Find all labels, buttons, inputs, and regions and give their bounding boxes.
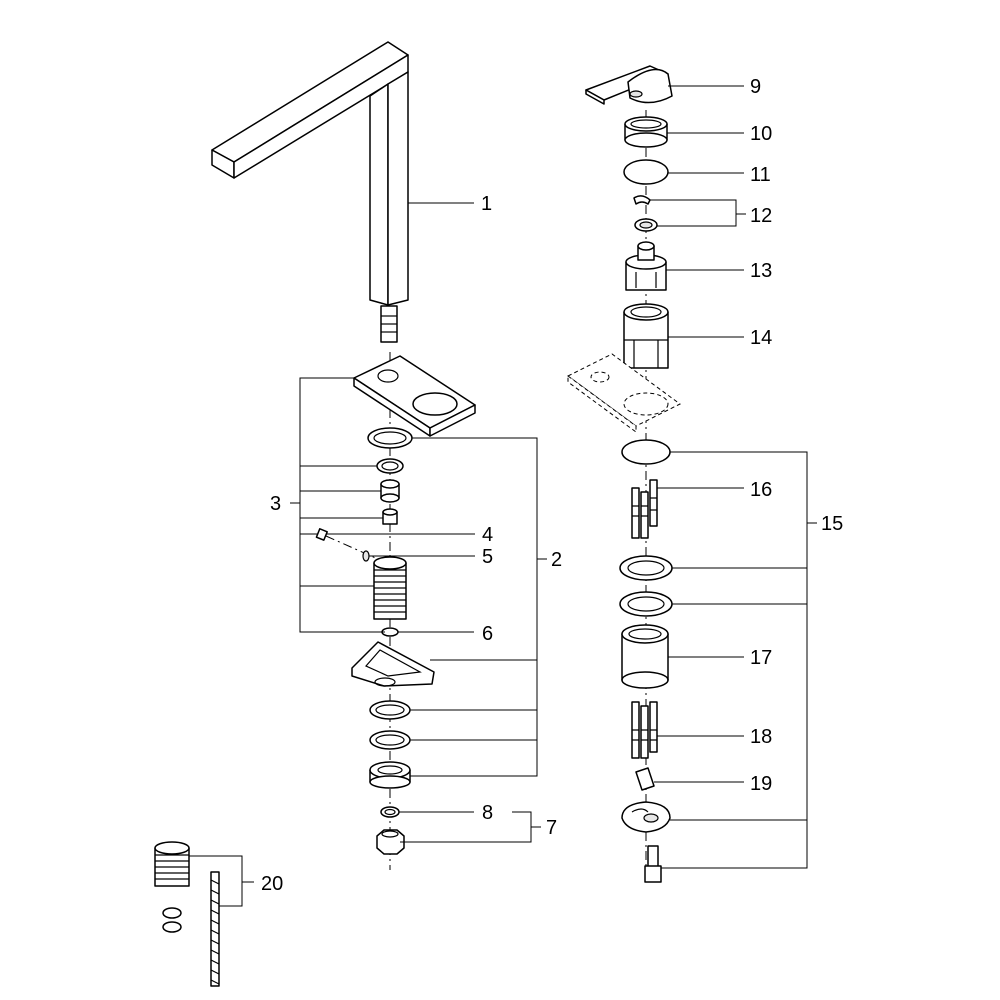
lever-handle (585, 65, 673, 105)
body-cylinder (621, 624, 669, 689)
callout-20: 20 (261, 873, 283, 895)
callout-10: 10 (750, 123, 772, 145)
callout-17: 17 (750, 647, 772, 669)
cap-o-ring (623, 159, 669, 185)
bottom-connector (644, 845, 662, 883)
callout-9: 9 (750, 76, 761, 98)
fixing-nut (369, 761, 411, 789)
callout-1: 1 (481, 193, 492, 215)
sleeve (382, 508, 398, 525)
elbow-fitting (635, 767, 655, 791)
callout-12: 12 (750, 205, 772, 227)
callout-19: 19 (750, 773, 772, 795)
bushing (380, 479, 400, 503)
cover-cap (624, 116, 668, 148)
set-screw (315, 528, 381, 561)
callout-labels: 1 2 3 4 5 6 7 8 9 10 11 12 13 14 15 16 1… (261, 76, 843, 895)
callout-7: 7 (546, 817, 557, 839)
callout-15: 15 (821, 513, 843, 535)
mixer-body-assembly (567, 65, 681, 883)
cartridge-housing (623, 303, 669, 369)
base-seal (621, 439, 671, 465)
dashed-mounting-plate (567, 353, 681, 433)
supply-hoses-lower (631, 701, 658, 759)
callout-16: 16 (750, 479, 772, 501)
leader-lines (189, 85, 817, 907)
spout (211, 41, 409, 343)
clamp-ring (621, 801, 671, 833)
cartridge (625, 241, 667, 291)
flat-washer (380, 806, 400, 818)
callout-4: 4 (482, 524, 493, 546)
callout-2: 2 (551, 549, 562, 571)
callout-14: 14 (750, 327, 772, 349)
callout-13: 13 (750, 260, 772, 282)
mounting-plate (353, 355, 476, 437)
hex-nut (376, 829, 405, 855)
spout-assembly (211, 41, 476, 870)
supply-hoses-upper (631, 479, 658, 539)
callout-11: 11 (750, 164, 771, 186)
threaded-shank (373, 556, 407, 620)
installation-kit (154, 841, 220, 987)
callout-6: 6 (482, 623, 493, 645)
callout-3: 3 (270, 493, 281, 515)
callout-18: 18 (750, 726, 772, 748)
retaining-clips (633, 195, 658, 232)
triangular-gasket (351, 641, 435, 687)
washer (376, 458, 404, 474)
callout-5: 5 (482, 546, 493, 568)
callout-8: 8 (482, 802, 493, 824)
grub-screw (362, 550, 370, 562)
